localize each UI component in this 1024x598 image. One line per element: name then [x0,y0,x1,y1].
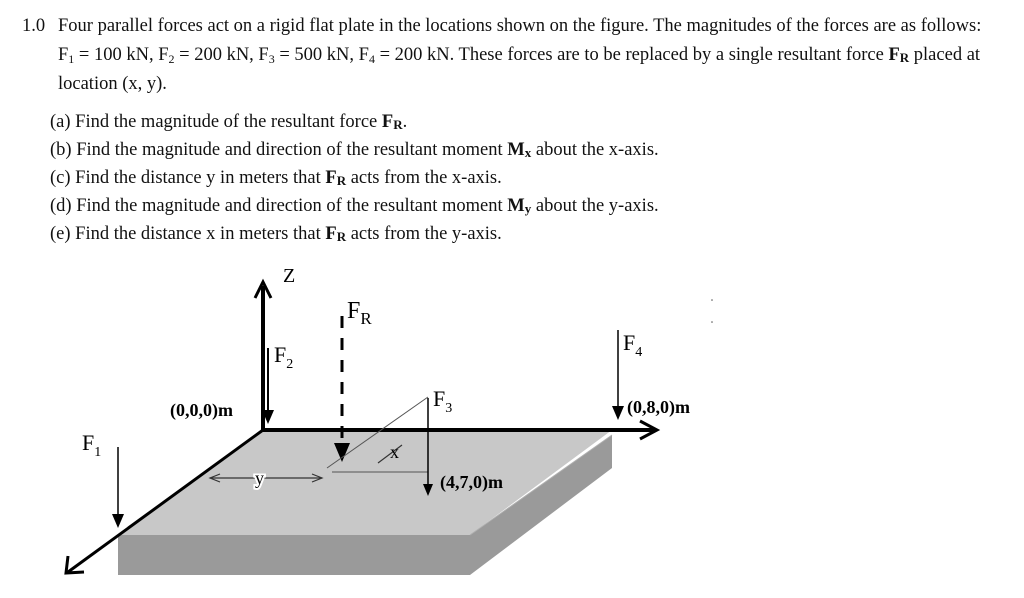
z-axis-arrowhead [253,278,273,299]
f4-arrowhead [612,406,624,420]
z-axis-label: Z [283,265,295,287]
fr-arrowhead [334,443,350,462]
plate-edge [469,434,613,536]
dim-y-arrow-right [311,473,324,483]
f2-label: F2 [274,342,293,372]
dim-x-label: x [390,442,399,462]
f2-arrowhead [262,410,274,424]
f1-label: F1 [82,430,101,460]
part-d: (d) Find the magnitude and direction of … [50,196,659,216]
f1-arrowhead [112,514,124,528]
part-e: (e) Find the distance x in meters that F… [50,224,502,244]
resultant-symbol: F [888,45,900,65]
plate-side [118,435,612,575]
dim-y-arrow-left [208,473,221,483]
problem-number: 1.0 [22,16,46,36]
f4-label: F4 [623,330,642,360]
dim-y-label-text: y [255,468,264,488]
part-c: (c) Find the distance y in meters that F… [50,168,502,188]
f3-arrowhead [423,484,433,496]
part-a: (a) Find the magnitude of the resultant … [50,112,408,132]
dim-y-label: y [255,468,264,488]
problem-body: Four parallel forces act on a rigid flat… [58,16,982,94]
guide-x-line [326,396,429,469]
f3-label: F3 [433,386,452,416]
problem-statement: 1.0 Four parallel forces act on a rigid … [22,12,1002,99]
x-axis [67,428,264,574]
f4-point-label: (0,8,0)m [627,397,690,418]
question-parts: (a) Find the magnitude of the resultant … [50,108,659,248]
dim-x-line [377,444,403,464]
origin-label: (0,0,0)m [170,400,233,421]
fr-label: FR [347,298,372,328]
x-axis-arrowhead [64,555,85,575]
plate-top [118,430,612,535]
stray-dot-1 [711,299,713,301]
f3-point-label: (4,7,0)m [440,472,503,493]
part-b: (b) Find the magnitude and direction of … [50,140,659,160]
stray-dot-2 [711,321,713,323]
y-axis-arrowhead [639,419,661,441]
